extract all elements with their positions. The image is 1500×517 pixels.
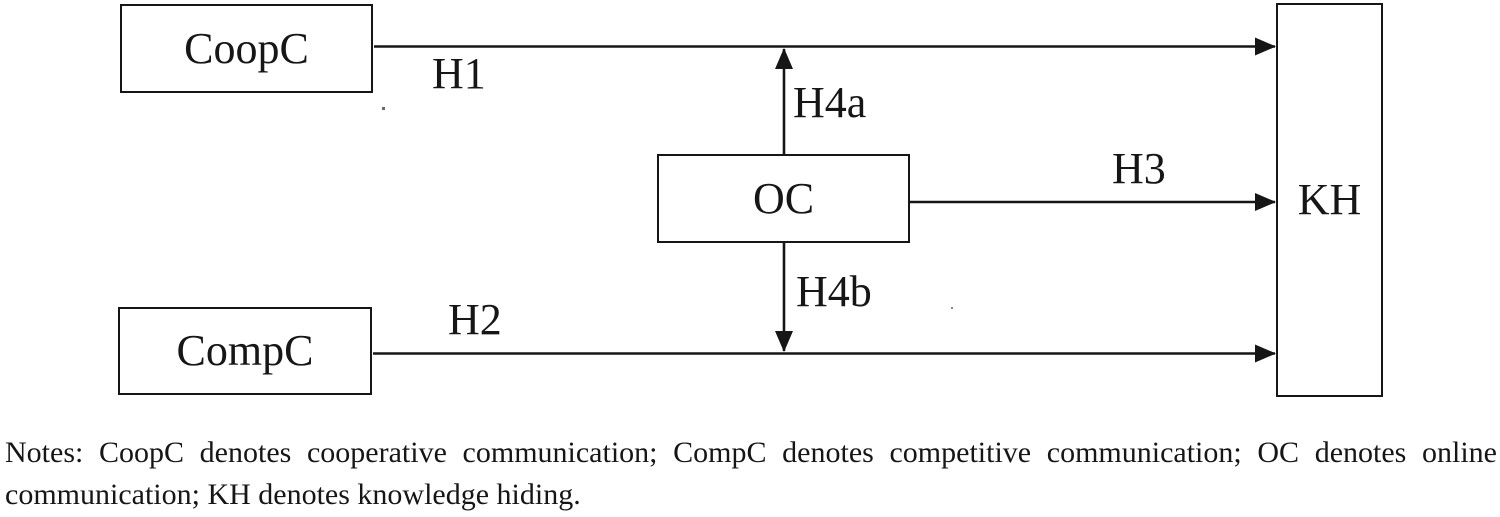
stray-dot	[382, 107, 385, 110]
node-compc: CompC	[118, 307, 372, 395]
node-oc-label: OC	[752, 173, 815, 223]
node-compc-label: CompC	[176, 326, 314, 375]
node-coopc-label: CoopC	[184, 23, 309, 73]
stray-dot	[951, 307, 953, 309]
node-coopc: CoopC	[120, 4, 373, 93]
edge-label-h2: H2	[448, 295, 502, 344]
node-kh: KH	[1276, 3, 1383, 397]
edge-label-h3: H3	[1112, 144, 1166, 193]
figure-notes: Notes: CoopC denotes cooperative communi…	[5, 436, 1497, 511]
node-oc: OC	[657, 154, 910, 243]
node-kh-label: KH	[1297, 175, 1362, 224]
edge-label-h1: H1	[432, 49, 486, 98]
edge-label-h4b: H4b	[796, 267, 872, 316]
edge-label-h4a: H4a	[793, 78, 867, 127]
